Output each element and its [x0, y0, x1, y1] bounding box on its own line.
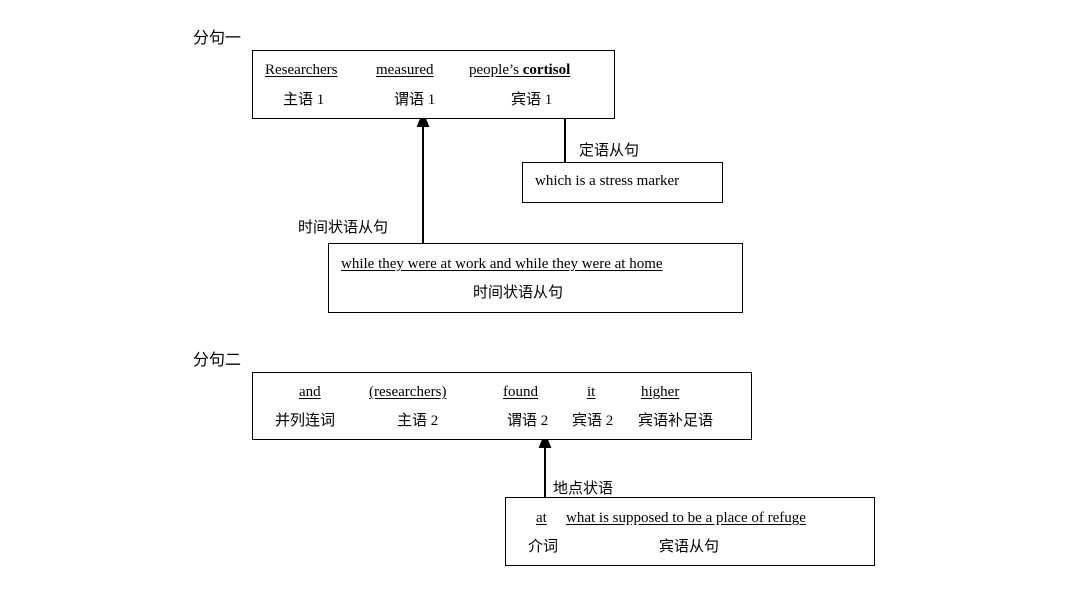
clause1-subject-role: 主语 1 — [283, 92, 325, 108]
relative-clause-text: which is a stress marker — [535, 173, 680, 189]
clause2-verb: found — [503, 384, 538, 400]
time-clause-text: while they were at work and while they w… — [341, 256, 663, 272]
time-clause-tag: 时间状语从句 — [298, 216, 389, 237]
clause2-object-role: 宾语 2 — [572, 413, 614, 429]
clause1-object-role: 宾语 1 — [511, 92, 553, 108]
place-clause: what is supposed to be a place of refuge — [566, 510, 806, 526]
clause2-complement: higher — [641, 384, 680, 400]
clause1-subject: Researchers — [265, 62, 338, 78]
clause1-object: people’s cortisol — [469, 62, 570, 79]
clause2-object: it — [587, 384, 596, 400]
clause1-object-bold: cortisol — [522, 62, 571, 78]
clause2-complement-role: 宾语补足语 — [638, 413, 714, 429]
clause1-label: 分句一 — [193, 30, 242, 47]
place-prep-role: 介词 — [528, 539, 559, 555]
clause2-subject: (researchers) — [369, 384, 447, 400]
place-adverbial-tag: 地点状语 — [553, 477, 614, 498]
clause1-verb: measured — [376, 62, 434, 78]
place-adverbial-box: at what is supposed to be a place of ref… — [505, 497, 875, 566]
clause2-main-box: and (researchers) found it higher 并列连词 主… — [252, 372, 752, 440]
relative-clause-box: which is a stress marker — [522, 162, 723, 203]
time-clause-role: 时间状语从句 — [473, 285, 564, 301]
relative-clause-tag: 定语从句 — [579, 139, 640, 160]
time-clause-box: while they were at work and while they w… — [328, 243, 743, 313]
clause2-label: 分句二 — [193, 352, 242, 369]
place-clause-role: 宾语从句 — [659, 539, 720, 555]
clause1-verb-role: 谓语 1 — [394, 92, 436, 108]
clause2-conj-role: 并列连词 — [275, 413, 336, 429]
clause2-conj: and — [299, 384, 321, 400]
clause1-main-box: Researchers measured people’s cortisol 主… — [252, 50, 615, 119]
clause2-verb-role: 谓语 2 — [507, 413, 549, 429]
clause2-subject-role: 主语 2 — [397, 413, 439, 429]
clause1-object-prefix: people’s — [469, 62, 523, 78]
place-prep: at — [536, 510, 547, 526]
